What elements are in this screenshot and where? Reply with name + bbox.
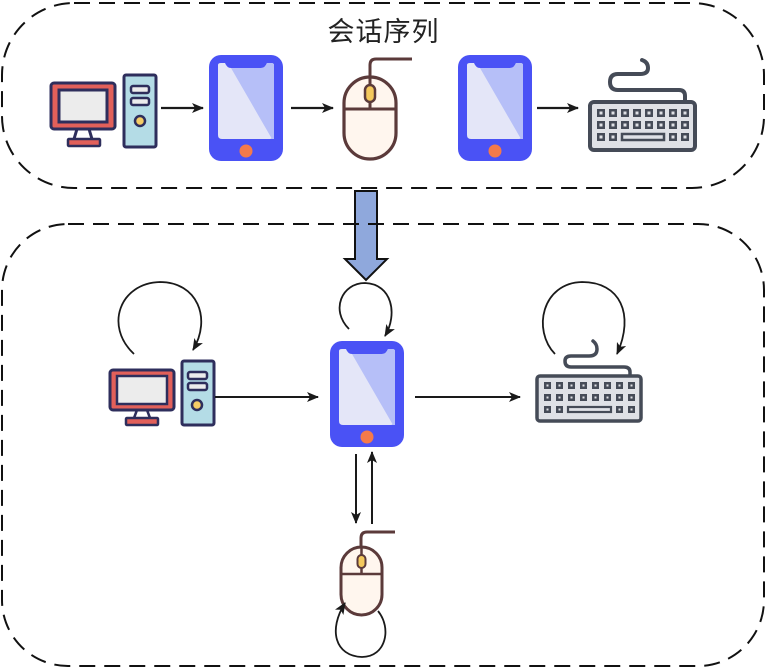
self-loop-mouse <box>334 602 387 658</box>
computer-icon <box>49 73 158 149</box>
session-sequence-title: 会话序列 <box>327 17 440 48</box>
keyboard-node <box>535 339 643 423</box>
mouse-icon <box>342 57 412 161</box>
session-graph-panel <box>1 223 765 667</box>
phone-icon <box>458 55 532 161</box>
session-sequence-panel <box>1 2 765 189</box>
mouse-node <box>339 530 395 617</box>
phone-node <box>330 341 404 447</box>
self-loop-keyboard <box>541 281 627 355</box>
self-loop-computer <box>117 281 203 355</box>
computer-node <box>108 359 216 427</box>
phone-icon <box>209 55 283 161</box>
keyboard-icon <box>588 58 697 152</box>
self-loop-phone <box>338 282 395 337</box>
transition-arrow <box>342 190 390 282</box>
